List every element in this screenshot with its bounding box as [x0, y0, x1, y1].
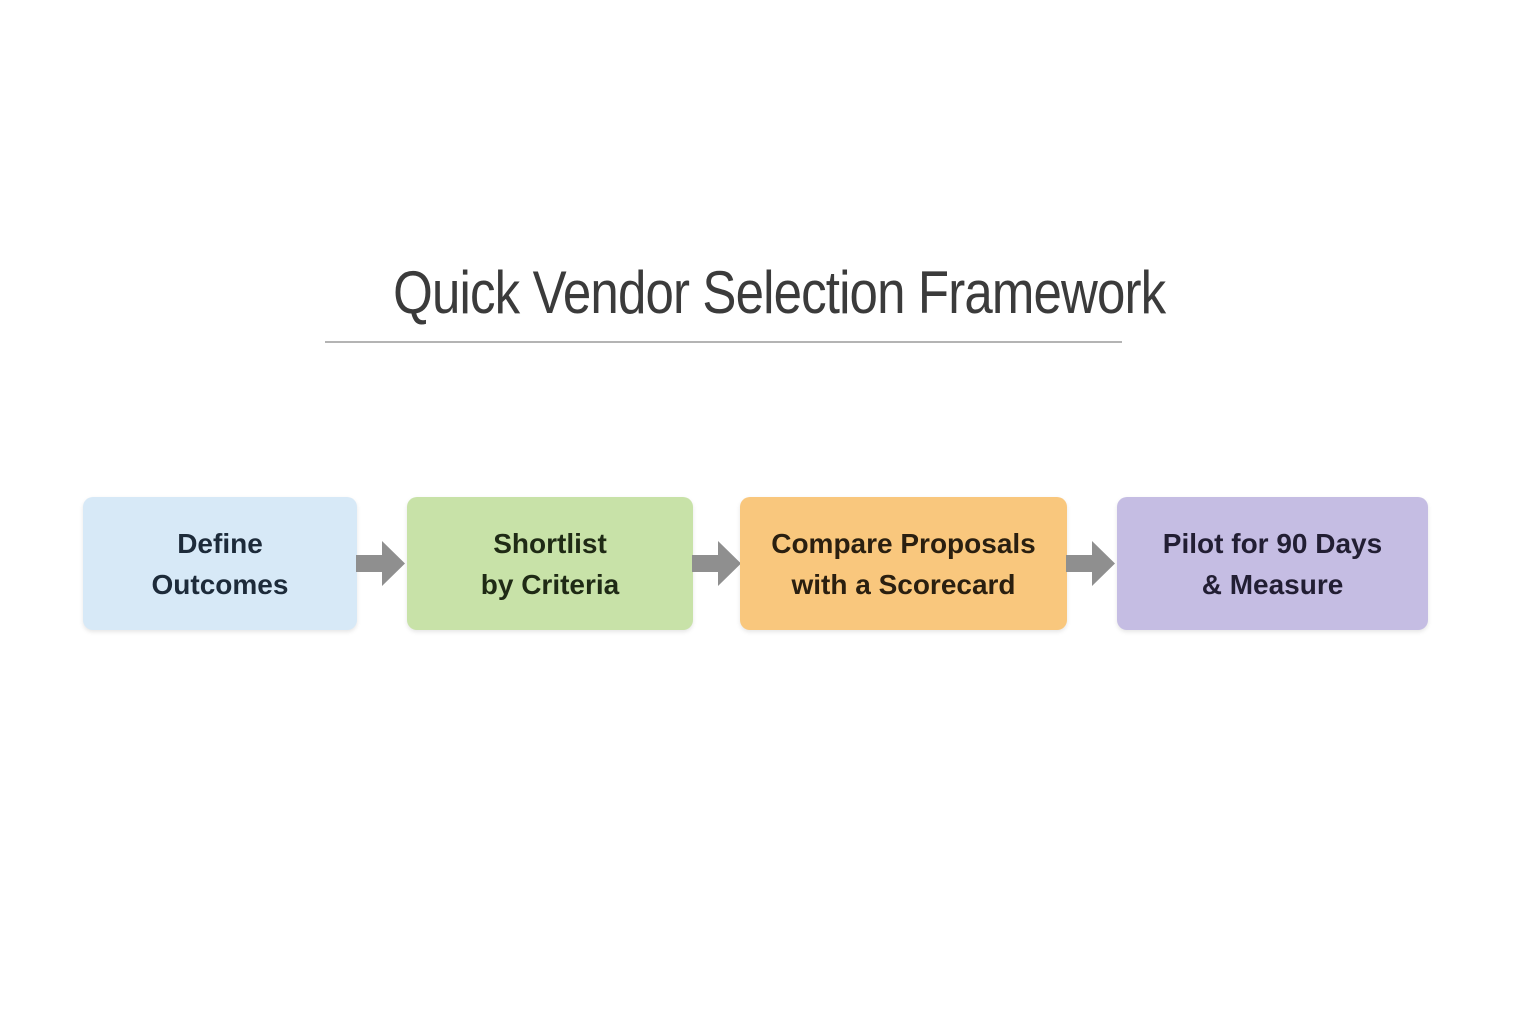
- step-box-compare-proposals: Compare Proposals with a Scorecard: [740, 497, 1067, 630]
- step-box-define-outcomes: Define Outcomes: [83, 497, 357, 630]
- step-label-line1: Compare Proposals: [771, 527, 1036, 559]
- step-label-line2: by Criteria: [480, 568, 620, 600]
- step-label-line1: Shortlist: [493, 527, 607, 559]
- step-label-line2: with a Scorecard: [791, 568, 1016, 600]
- step-box-shortlist-by-criteria: Shortlist by Criteria: [407, 497, 693, 630]
- step-box-pilot-90-days: Pilot for 90 Days & Measure: [1117, 497, 1428, 630]
- page-title: Quick Vendor Selection Framework: [325, 258, 1166, 328]
- flow-arrow-icon: [1066, 540, 1116, 587]
- title-divider: [325, 341, 1122, 343]
- flow-arrow-icon: [692, 540, 742, 587]
- page-title-text: Quick Vendor Selection Framework: [393, 259, 1166, 326]
- step-label-line1: Pilot for 90 Days: [1162, 527, 1383, 559]
- step-label-line1: Define: [177, 527, 263, 559]
- flow-arrow-icon: [356, 540, 406, 587]
- step-label-line2: & Measure: [1201, 568, 1344, 600]
- step-label-line2: Outcomes: [151, 568, 289, 600]
